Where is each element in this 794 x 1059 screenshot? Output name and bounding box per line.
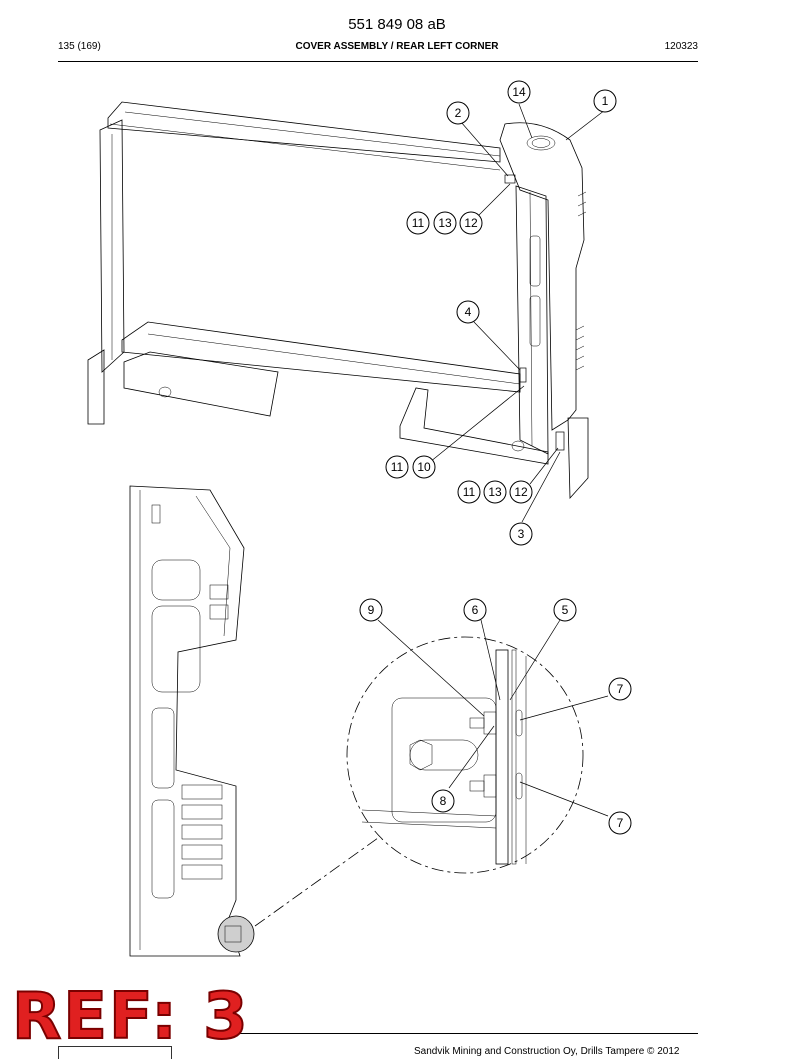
callout-11: 11 xyxy=(385,455,409,479)
callout-1: 1 xyxy=(593,89,617,113)
lower-cover-left xyxy=(123,351,279,417)
callout-13: 13 xyxy=(483,480,507,504)
svg-text:14: 14 xyxy=(512,85,526,99)
bottom-beam xyxy=(121,321,521,393)
callout-13: 13 xyxy=(433,211,457,235)
callout-9: 9 xyxy=(359,598,383,622)
leader-lines xyxy=(377,103,609,817)
callout-3: 3 xyxy=(509,522,533,546)
svg-text:12: 12 xyxy=(464,216,478,230)
right-foot-plate xyxy=(399,387,549,465)
callout-11: 11 xyxy=(406,211,430,235)
copyright-text: Sandvik Mining and Construction Oy, Dril… xyxy=(414,1046,680,1057)
corner-cover-skirt xyxy=(567,417,589,500)
svg-text:11: 11 xyxy=(391,460,404,474)
page-number: 135 (169) xyxy=(58,41,101,52)
top-beam xyxy=(107,101,501,163)
callout-7: 7 xyxy=(608,677,632,701)
callout-8: 8 xyxy=(431,789,455,813)
callout-12: 12 xyxy=(459,211,483,235)
svg-text:3: 3 xyxy=(518,527,525,541)
svg-text:2: 2 xyxy=(455,106,462,120)
reference-stamp: REF: 3 xyxy=(11,979,250,1055)
right-post xyxy=(515,185,549,455)
page-title: COVER ASSEMBLY / REAR LEFT CORNER xyxy=(295,41,499,52)
callout-11: 11 xyxy=(457,480,481,504)
svg-text:11: 11 xyxy=(463,485,476,499)
left-foot-plate xyxy=(87,349,105,425)
callout-14: 14 xyxy=(507,80,531,104)
svg-text:11: 11 xyxy=(412,216,425,230)
svg-text:12: 12 xyxy=(514,485,528,499)
detail-view xyxy=(254,636,584,927)
svg-text:4: 4 xyxy=(465,305,472,319)
svg-text:1: 1 xyxy=(602,94,609,108)
svg-text:13: 13 xyxy=(438,216,452,230)
callout-7: 7 xyxy=(608,811,632,835)
svg-text:6: 6 xyxy=(472,603,479,617)
callout-10: 10 xyxy=(412,455,436,479)
side-cover-outline xyxy=(129,485,245,957)
footer-divider xyxy=(230,1033,698,1034)
svg-text:9: 9 xyxy=(368,603,375,617)
frame-assembly-view xyxy=(87,101,589,500)
corner-cover xyxy=(499,122,585,431)
document-date: 120323 xyxy=(664,41,698,52)
callout-12: 12 xyxy=(509,480,533,504)
svg-text:10: 10 xyxy=(417,460,431,474)
header-divider xyxy=(58,61,698,62)
svg-text:7: 7 xyxy=(617,816,624,830)
callout-4: 4 xyxy=(456,300,480,324)
callout-2: 2 xyxy=(446,101,470,125)
svg-text:7: 7 xyxy=(617,682,624,696)
svg-text:5: 5 xyxy=(562,603,569,617)
document-number: 551 849 08 aB xyxy=(348,16,446,33)
svg-text:13: 13 xyxy=(488,485,502,499)
callout-5: 5 xyxy=(553,598,577,622)
detail-zoom-marker xyxy=(217,915,255,953)
callout-6: 6 xyxy=(463,598,487,622)
svg-text:8: 8 xyxy=(440,794,447,808)
side-view xyxy=(129,485,255,957)
